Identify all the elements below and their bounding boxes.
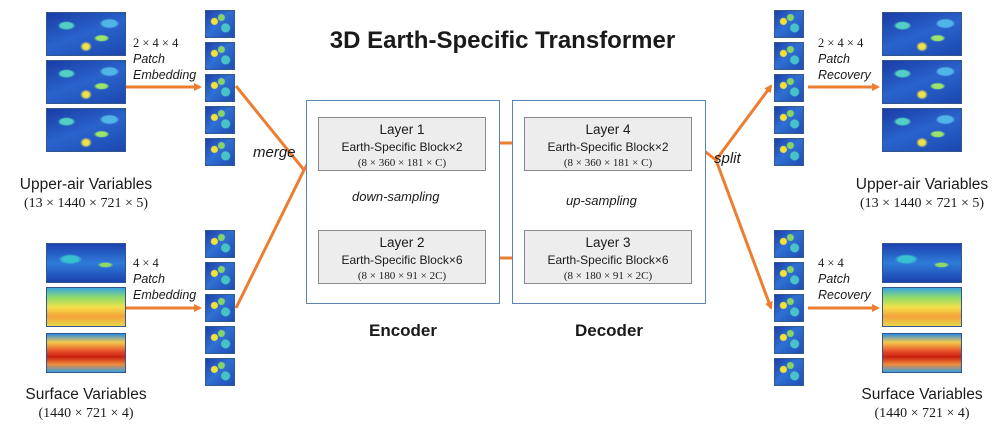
input-surface-patch-size: 4 × 4	[133, 256, 159, 270]
up-sampling-label: up-sampling	[566, 193, 637, 208]
layer4-name: Layer 4	[585, 122, 631, 137]
layer4-shape: (8 × 360 × 181 × C)	[563, 157, 653, 169]
layer2-block-count: Earth-Specific Block×6	[341, 253, 463, 267]
output-upper-op-line2: Recovery	[818, 68, 871, 82]
arrow-merge-upper	[234, 85, 306, 171]
output-surface-op-line1: Patch	[818, 272, 850, 286]
input-upper-air-name: Upper-air Variables	[19, 176, 153, 193]
arrow-merge-surface	[234, 169, 306, 309]
layer3-name: Layer 3	[585, 235, 631, 250]
output-surface-dims: (1440 × 721 × 4)	[874, 406, 970, 421]
layer2-name: Layer 2	[379, 235, 425, 250]
layer2-shape: (8 × 180 × 91 × 2C)	[357, 270, 447, 282]
layer1-block: Layer 1 Earth-Specific Block×2 (8 × 360 …	[318, 117, 486, 171]
arrow-split-upper	[714, 84, 773, 161]
layer1-name: Layer 1	[379, 122, 425, 137]
output-upper-op-line1: Patch	[818, 52, 850, 66]
output-upper-patch-size: 2 × 4 × 4	[818, 36, 864, 50]
output-surface-maps	[882, 243, 962, 373]
output-surface-patch-size: 4 × 4	[818, 256, 844, 270]
layer2-block: Layer 2 Earth-Specific Block×6 (8 × 180 …	[318, 230, 486, 284]
diagram-title: 3D Earth-Specific Transformer	[329, 27, 676, 54]
split-label: split	[714, 150, 741, 167]
layer3-block: Layer 3 Earth-Specific Block×6 (8 × 180 …	[524, 230, 692, 284]
output-surface-name: Surface Variables	[861, 386, 983, 403]
input-surface-name: Surface Variables	[25, 386, 147, 403]
layer1-block-count: Earth-Specific Block×2	[341, 140, 463, 154]
input-surface-maps	[46, 243, 126, 373]
input-upper-op-line2: Embedding	[133, 68, 197, 82]
input-upper-patch-size: 2 × 4 × 4	[133, 36, 179, 50]
arrow-split-surface	[714, 159, 773, 310]
input-surface-op-line2: Embedding	[133, 288, 197, 302]
input-surface-dims: (1440 × 721 × 4)	[38, 406, 134, 421]
input-upper-air-cube	[46, 12, 126, 152]
input-upper-patch-stack	[205, 10, 235, 166]
encoder-label: Encoder	[368, 321, 438, 340]
input-surface-patch-stack	[205, 230, 235, 386]
input-upper-air-dims: (13 × 1440 × 721 × 5)	[23, 196, 148, 211]
down-sampling-label: down-sampling	[352, 189, 440, 204]
decoder-label: Decoder	[574, 321, 644, 340]
merge-label: merge	[253, 144, 296, 161]
input-surface-op-line1: Patch	[133, 272, 165, 286]
output-upper-air-name: Upper-air Variables	[855, 176, 989, 193]
input-upper-op-line1: Patch	[133, 52, 165, 66]
layer4-block-count: Earth-Specific Block×2	[547, 140, 669, 154]
output-surface-patch-stack	[774, 230, 804, 386]
layer1-shape: (8 × 360 × 181 × C)	[357, 157, 447, 169]
output-surface-op-line2: Recovery	[818, 288, 871, 302]
layer3-block-count: Earth-Specific Block×6	[547, 253, 669, 267]
layer4-block: Layer 4 Earth-Specific Block×2 (8 × 360 …	[524, 117, 692, 171]
output-upper-air-cube	[882, 12, 962, 152]
output-upper-patch-stack	[774, 10, 804, 166]
output-upper-air-dims: (13 × 1440 × 721 × 5)	[859, 196, 984, 211]
layer3-shape: (8 × 180 × 91 × 2C)	[563, 270, 653, 282]
